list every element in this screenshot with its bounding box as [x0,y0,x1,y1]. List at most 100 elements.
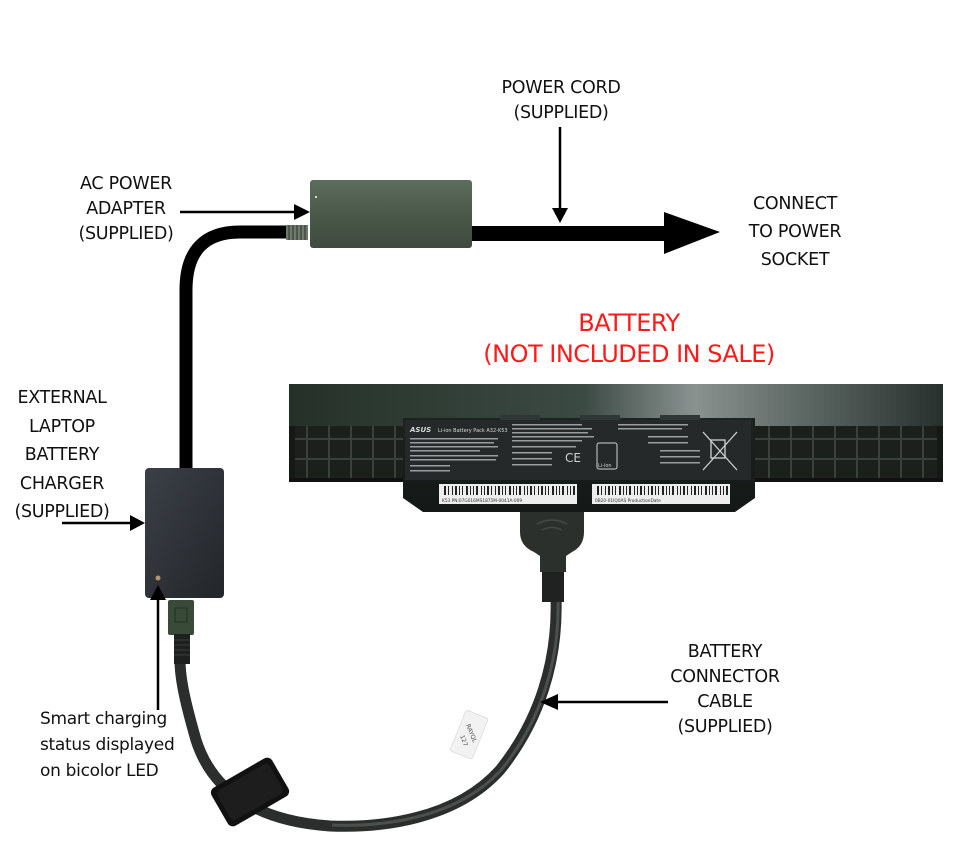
barcode-text-right: 0B20-01IQ0AS ProductionDate [595,498,661,504]
label-line: BATTERY [24,445,100,465]
barcode-bar [715,486,717,495]
barcode-bar [712,486,713,495]
cable-tag [450,710,489,760]
barcode-bar [723,486,724,495]
barcode-bar [527,486,528,495]
charger-output-plug [168,600,194,635]
battery-brand: ASUS [409,426,431,434]
barcode-bar [491,486,492,495]
barcode-bar [629,486,631,495]
barcode-bar [726,486,728,495]
label-line: TO POWER [748,222,842,242]
barcode-bar [601,486,602,495]
laptop-battery: CE Li-ion [289,384,943,602]
barcode-bar [605,486,606,495]
barcode-bar [677,486,678,495]
barcode-bar [498,486,500,495]
label-line: ADAPTER [86,199,166,219]
barcode-bar [669,486,670,495]
barcode-bar [448,486,449,495]
barcode-bar [644,486,645,495]
barcode-bar [694,486,696,495]
barcode-bar [459,486,460,495]
dc-output-cable [179,225,292,470]
label-line: Smart charging [40,709,167,729]
weee-bin-icon [702,431,738,471]
barcode-bar [502,486,503,495]
ce-mark: CE [565,451,581,465]
barcode-bar [640,486,642,495]
barcode-bar [687,486,688,495]
barcode-bar [658,486,659,495]
barcode-bar [452,486,453,495]
label-line: (SUPPLIED) [513,103,609,123]
barcode-bar [495,486,496,495]
barcode-bar [516,486,517,495]
barcode-bar [720,486,721,495]
barcode-bar [612,486,613,495]
barcode-bar [556,486,557,495]
barcode-bar [709,486,710,495]
label-battery-not-included: BATTERY (NOT INCLUDED IN SALE) [464,308,794,370]
barcode-bar [683,486,685,495]
barcode-bar [570,486,571,495]
barcode-bar [626,486,627,495]
barcode-bar [444,486,446,495]
label-line: CONNECT [752,194,838,214]
arrow-connector-cable [540,694,668,710]
barcode-bar [548,486,549,495]
barcode-bar [623,486,624,495]
barcode-bar [662,486,664,495]
label-external-charger: EXTERNAL LAPTOP BATTERY CHARGER (SUPPLIE… [0,384,124,527]
recycle-icon [596,442,618,470]
barcode-bar [481,486,482,495]
barcode-bar [608,486,610,495]
barcode-bar [470,486,471,495]
barcode-bar [524,486,525,495]
barcode-bar [666,486,667,495]
barcode-bar [655,486,656,495]
barcode-bar [545,486,546,495]
barcode-bar [573,486,575,495]
power-cord-arrowhead [664,212,720,254]
label-line: (SUPPLIED) [14,502,110,522]
battery-title: Li-ion Battery Pack A32-K53 [438,428,508,434]
label-line: on bicolor LED [40,761,159,781]
label-led-status: Smart charging status displayed on bicol… [40,706,175,784]
label-line: EXTERNAL [17,388,107,408]
label-battery-connector-cable: BATTERY CONNECTOR CABLE (SUPPLIED) [655,640,795,740]
barcode-bar [648,486,649,495]
label-line: (SUPPLIED) [78,224,174,244]
label-line: CONNECTOR [670,667,780,687]
bicolor-led [155,575,161,581]
external-charger-unit [145,468,224,598]
ac-power-adapter [310,180,472,248]
barcode-bar [597,486,599,495]
barcode-bar [466,486,468,495]
barcode-bar [562,486,564,495]
label-power-cord: POWER CORD (SUPPLIED) [486,76,636,126]
barcode-bar [538,486,539,495]
barcode-bar [462,486,463,495]
barcode-bar [615,486,616,495]
cable-velcro-tie [210,757,290,827]
arrow-power-cord [552,127,568,223]
label-line: CABLE [697,692,753,712]
barcode-bar [651,486,653,495]
power-cord [470,226,678,241]
label-line: (SUPPLIED) [677,717,773,737]
barcode-bar [530,486,532,495]
arrow-led-status [150,585,166,710]
label-line: POWER CORD [501,78,621,98]
barcode-bar [541,486,543,495]
barcode-bar [634,486,635,495]
barcode-bar [509,486,511,495]
label-line: CHARGER [19,473,105,494]
barcode-bar [455,486,457,495]
cable-tag-line2: 127 [458,734,469,747]
barcode-bar [534,486,535,495]
barcode-bar [513,486,514,495]
barcode-bar [637,486,638,495]
label-connect-to-power-socket: CONNECT TO POWER SOCKET [725,190,865,274]
